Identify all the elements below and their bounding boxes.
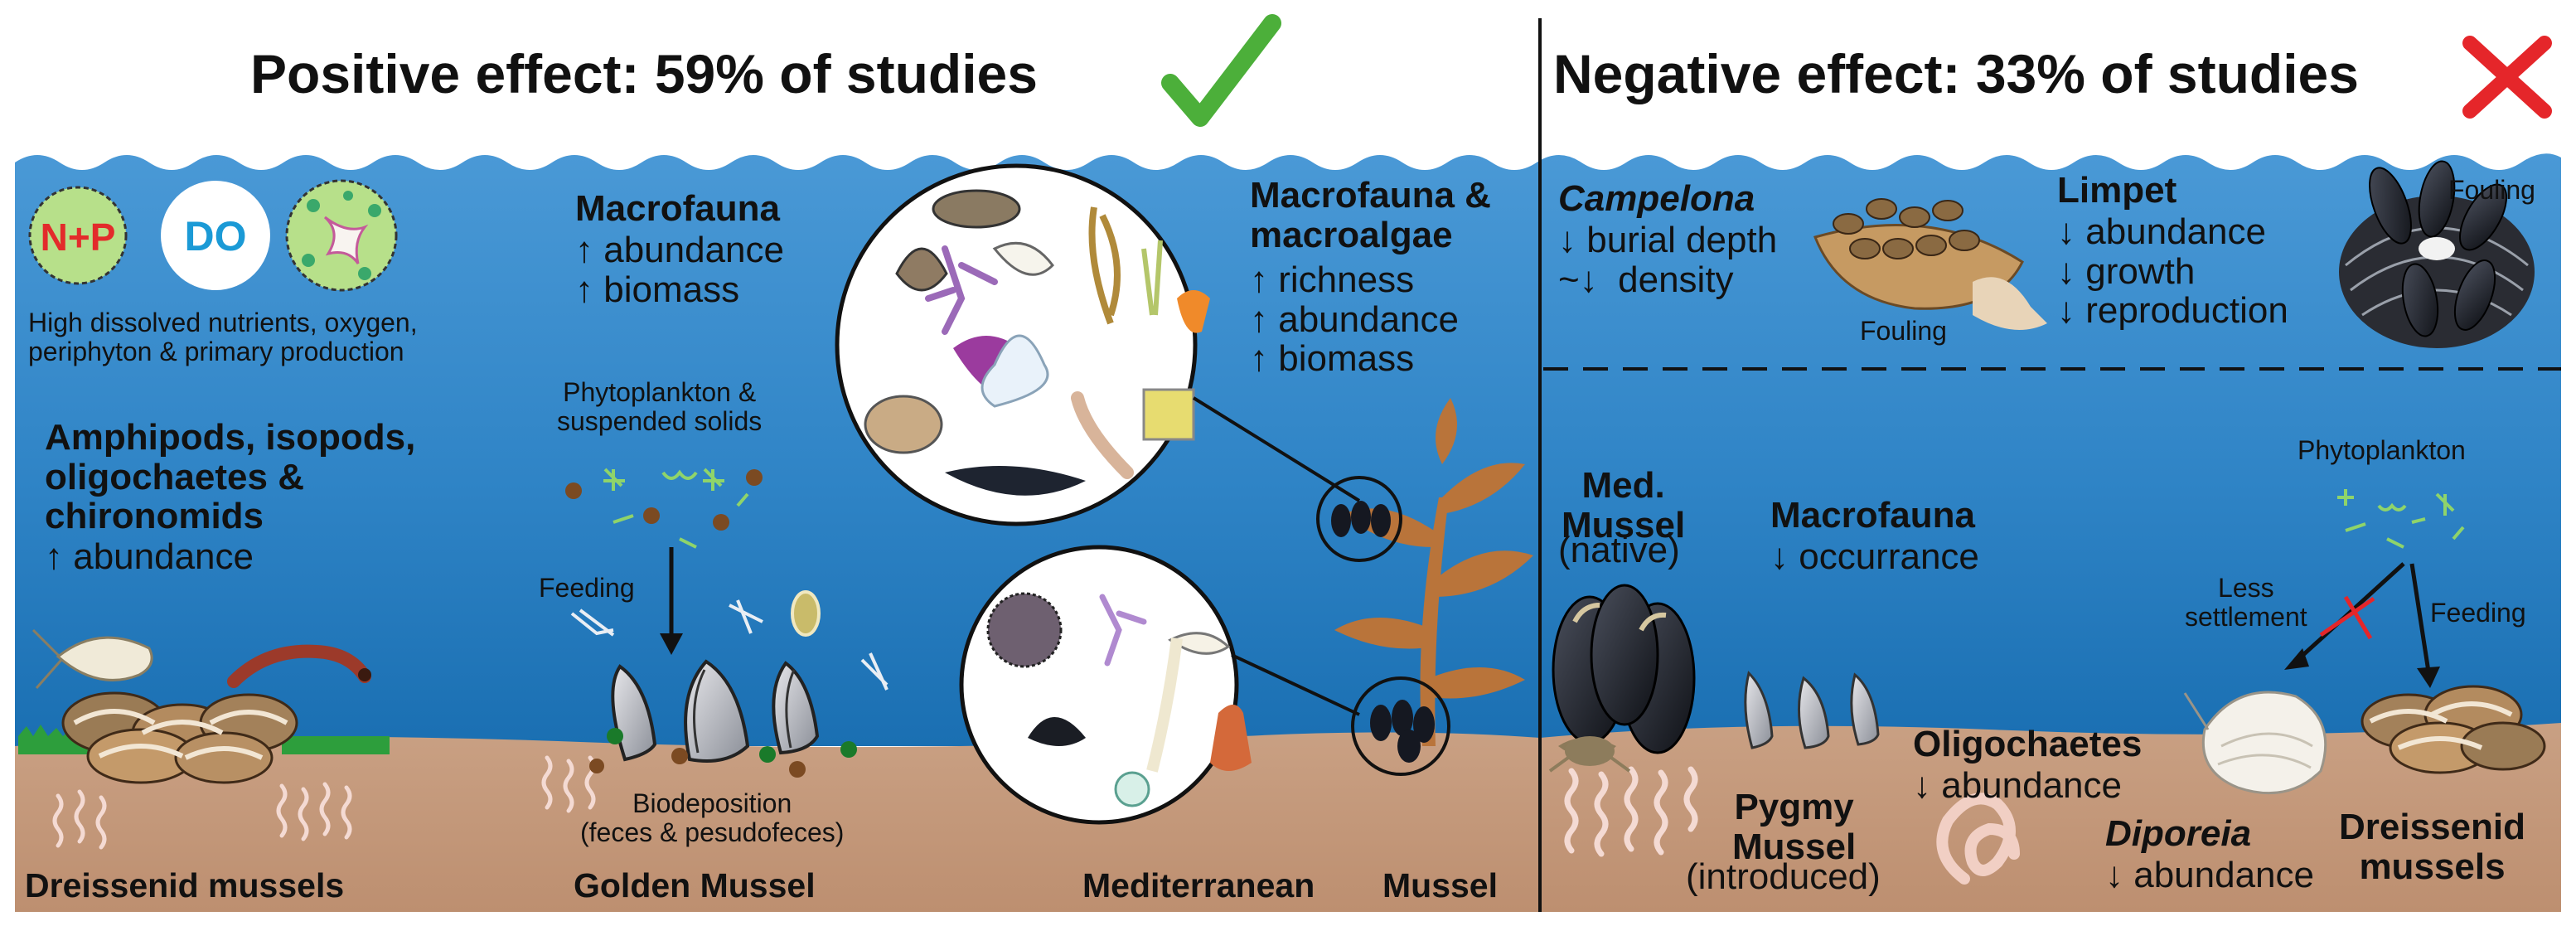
oligochaetes-effect: ↓ abundance <box>1913 765 2122 806</box>
feeding-label-left: Feeding <box>539 573 635 603</box>
golden-mussel-cluster <box>589 659 857 778</box>
campelona-name: Campelona <box>1558 178 1755 219</box>
zoom-circle-upper <box>1316 476 1402 562</box>
med-mussels-kelp-lower <box>1370 700 1435 763</box>
arrow-head-feeding-right <box>2417 667 2440 688</box>
med-mussel-status: (native) <box>1558 530 1680 570</box>
oligochaete-worms-right <box>1564 766 1698 857</box>
pygmy-mussel-status: (introduced) <box>1686 856 1881 897</box>
phytoplankton-label-left: Phytoplankton & suspended solids <box>557 377 763 436</box>
community-organisms-lower <box>986 592 1252 807</box>
negative-title: Negative effect: 33% of studies <box>1553 43 2359 104</box>
diporeia-amphipod-icon <box>2183 691 2327 795</box>
feeding-arrow-left-head <box>660 633 683 655</box>
diporeia-name: Diporeia <box>2105 813 2252 854</box>
connector-lower <box>1231 653 1360 716</box>
mediterranean-label-right: Mussel <box>1382 866 1498 904</box>
x-mark-icon <box>2462 36 2552 119</box>
phytoplankton-particles-left <box>565 468 763 549</box>
np-badge-label: N+P <box>41 216 116 259</box>
golden-macrofauna-effects: ↑ abundance ↑ biomass <box>575 230 784 310</box>
dreissenid-mussel-cluster-right <box>2361 685 2546 774</box>
oligochaete-worms-left <box>52 755 596 850</box>
oligochaete-coil-icon <box>1936 793 2020 885</box>
golden-macrofauna-title: Macrofauna <box>575 188 780 229</box>
dreissenid-groups-heading: Amphipods, isopods, oligochaetes & chiro… <box>45 417 416 537</box>
negative-macrofauna-title: Macrofauna <box>1770 495 1975 536</box>
oxygen-badge-circle <box>161 181 270 290</box>
check-mark-icon <box>1161 14 1281 127</box>
mediterranean-effects: ↑ richness ↑ abundance ↑ biomass <box>1250 259 1459 380</box>
diporeia-effect: ↓ abundance <box>2105 855 2314 895</box>
feeding-label-right: Feeding <box>2430 598 2526 628</box>
community-organisms-upper <box>864 189 1210 496</box>
dreissenid-mussels-label-right: Dreissenid mussels <box>2339 807 2525 887</box>
dreissenid-mussel-cluster <box>18 628 390 784</box>
nutrient-badge-circle <box>28 186 128 285</box>
limpet-fouling-label: Fouling <box>2448 175 2535 205</box>
limpet-icon <box>2339 160 2535 348</box>
zoom-circle-lower <box>1351 676 1450 776</box>
pygmy-mussel-name: Pygmy Mussel <box>1732 787 1857 867</box>
zooplankton-shrimps <box>570 590 889 691</box>
med-mussel-name: Med. Mussel <box>1562 465 1686 545</box>
mediterranean-title: Macrofauna & macroalgae <box>1250 175 1491 255</box>
golden-mussel-label: Golden Mussel <box>574 866 816 904</box>
med-mussels-kelp-upper <box>1331 501 1391 537</box>
mediterranean-label-left: Mediterranean <box>1082 866 1315 904</box>
connector-upper <box>1192 396 1361 502</box>
crab-icon <box>1548 736 1631 773</box>
oligochaetes-title: Oligochaetes <box>1913 724 2143 764</box>
phytoplankton-particles-right <box>2337 489 2465 549</box>
blocked-settlement-x-icon <box>2319 595 2375 640</box>
campelona-fouling-label: Fouling <box>1860 316 1947 346</box>
campelona-snail-icon <box>1813 198 2047 330</box>
nutrients-caption: High dissolved nutrients, oxygen, periph… <box>28 308 418 366</box>
arrow-head-settlement <box>2284 648 2309 670</box>
campelona-effects: ↓ burial depth ~↓ density <box>1558 220 1778 300</box>
pygmy-mussel-cluster <box>1744 671 1880 749</box>
biodeposition-label: Biodeposition (feces & pesudofeces) <box>580 788 845 847</box>
phytoplankton-label-right: Phytoplankton <box>2298 435 2466 465</box>
limpet-effects: ↓ abundance ↓ growth ↓ reproduction <box>2057 211 2288 332</box>
negative-macrofauna-effect: ↓ occurrance <box>1770 536 1979 577</box>
positive-title: Positive effect: 59% of studies <box>250 43 1038 104</box>
less-settlement-label: Less settlement <box>2185 573 2307 632</box>
do-badge-label: DO <box>185 213 247 259</box>
dreissenid-effect: ↑ abundance <box>45 536 254 577</box>
limpet-name: Limpet <box>2057 170 2177 211</box>
community-circle-lower <box>959 545 1239 825</box>
periphyton-badge-icon <box>285 179 398 292</box>
dreissenid-mussels-label: Dreissenid mussels <box>25 866 345 904</box>
